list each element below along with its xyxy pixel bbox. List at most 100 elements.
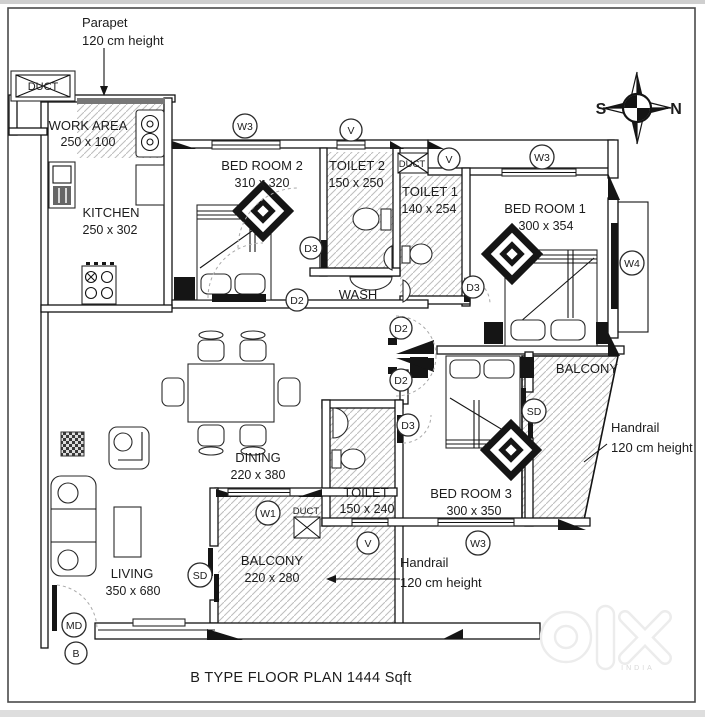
balcony-right-name: BALCONY — [556, 361, 618, 376]
wash-basin — [349, 276, 393, 291]
bedroom2-dims: 310 x 320 — [235, 176, 290, 190]
marker-w3-bottom: W3 — [465, 530, 491, 556]
svg-text:SD: SD — [527, 406, 542, 418]
duct-boxes — [10, 70, 429, 539]
handrail-right-line2: 120 cm height — [611, 440, 693, 455]
marker-v-bottom: V — [356, 531, 380, 555]
rug — [60, 431, 85, 457]
bedroom3-decor-diamond — [479, 418, 543, 482]
svg-text:W3: W3 — [237, 121, 253, 133]
parapet-note-line2: 120 cm height — [82, 33, 164, 48]
olx-logo — [539, 604, 672, 671]
marker-d3-toilet1: D3 — [461, 275, 485, 299]
marker-w4: W4 — [619, 250, 645, 276]
parapet-band — [77, 98, 165, 104]
marker-d3-toilet2: D3 — [299, 236, 323, 260]
duct1-label: DUCT — [28, 81, 59, 93]
svg-text:W4: W4 — [624, 258, 640, 270]
living-dims: 350 x 680 — [106, 584, 161, 598]
coffee-table — [113, 506, 142, 558]
duct2-label: DUCT — [399, 159, 426, 170]
svg-text:D3: D3 — [466, 282, 480, 294]
svg-text:W1: W1 — [260, 508, 276, 520]
dining-table — [187, 363, 275, 423]
svg-text:D3: D3 — [304, 243, 318, 255]
svg-text:V: V — [445, 154, 452, 166]
kitchen-fixtures — [48, 109, 165, 305]
kitchen-dims: 250 x 302 — [83, 223, 138, 237]
watermark-country: INDIA — [621, 665, 655, 672]
window-w3-top — [211, 140, 281, 150]
toilet3-dims: 150 x 240 — [340, 502, 395, 516]
main-door-leaf — [52, 585, 57, 631]
bedroom1-decor-diamond — [480, 222, 544, 286]
marker-sd-left: SD — [187, 562, 213, 588]
workarea-dims: 250 x 100 — [61, 135, 116, 149]
doors — [52, 187, 491, 631]
svg-text:B: B — [72, 648, 79, 660]
kitchen-stove — [81, 262, 117, 305]
leader-lines — [326, 443, 608, 583]
parapet-arrow — [100, 48, 108, 96]
living-name: LIVING — [111, 566, 154, 581]
wall-corner-fills — [172, 141, 620, 640]
balcony-bottom-name: BALCONY — [241, 553, 303, 568]
svg-text:V: V — [347, 125, 354, 137]
bedroom2-door-leaf — [212, 294, 266, 302]
olx-watermark: INDIA — [539, 604, 672, 672]
kitchen-fridge — [135, 164, 165, 206]
marker-w1: W1 — [255, 500, 281, 526]
tv-unit — [132, 618, 186, 627]
dining-set — [161, 330, 301, 456]
vent-v-bottom — [351, 518, 389, 527]
plan-caption: B TYPE FLOOR PLAN 1444 Sqft — [190, 670, 411, 686]
vent-v-top — [336, 140, 366, 150]
marker-d2-bedroom3: D2 — [389, 368, 413, 392]
toilet3-name: TOILET — [343, 485, 388, 500]
window-w1 — [227, 488, 291, 497]
parapet-note-line1: Parapet — [82, 15, 128, 30]
compass-south: S — [596, 101, 607, 118]
double-door-center — [388, 315, 437, 397]
marker-v-top: V — [339, 118, 363, 142]
kitchen-name: KITCHEN — [82, 205, 139, 220]
marker-d2-bedroom2: D2 — [285, 288, 309, 312]
sliding-door-left — [208, 548, 219, 602]
compass-north: N — [670, 101, 682, 118]
duct-box-3 — [293, 516, 321, 539]
workarea-hob — [135, 109, 165, 158]
svg-text:W3: W3 — [470, 538, 486, 550]
bed1-nightstand-right — [596, 322, 608, 344]
marker-d2-bedroom1: D2 — [389, 316, 413, 340]
duct-box-2 — [397, 152, 429, 174]
living-furniture — [50, 426, 186, 627]
svg-text:W3: W3 — [534, 152, 550, 164]
toilet2-name: TOILET 2 — [329, 158, 385, 173]
window-w3-bed3 — [437, 518, 515, 527]
toilet1-dims: 140 x 254 — [402, 202, 457, 216]
bedroom2-furniture — [174, 179, 295, 302]
bottom-edge — [0, 710, 705, 717]
bedroom1-dims: 300 x 354 — [519, 219, 574, 233]
svg-text:D3: D3 — [401, 420, 415, 432]
bedroom1-furniture — [480, 222, 608, 347]
marker-w3-bed1: W3 — [529, 144, 555, 170]
compass — [602, 71, 672, 145]
svg-text:V: V — [364, 538, 371, 550]
marker-md: MD — [61, 612, 87, 638]
duct3-label: DUCT — [293, 506, 320, 517]
window-w4 — [611, 223, 618, 309]
markers: W3 V V W3 W4 D3 D2 D2 D2 D3 D3 SD SD W1 … — [61, 113, 645, 665]
workarea-name: WORK AREA — [49, 118, 128, 133]
sliding-door-right — [521, 388, 533, 438]
bedroom2-name: BED ROOM 2 — [221, 158, 303, 173]
wash-name: WASH — [339, 287, 378, 302]
marker-d3-toilet3: D3 — [396, 413, 420, 437]
handrail-right-line1: Handrail — [611, 420, 660, 435]
toilet2-dims: 150 x 250 — [329, 176, 384, 190]
toilet1-fixtures — [401, 243, 433, 303]
toilet2-fixtures — [352, 207, 393, 271]
svg-text:D2: D2 — [290, 295, 304, 307]
